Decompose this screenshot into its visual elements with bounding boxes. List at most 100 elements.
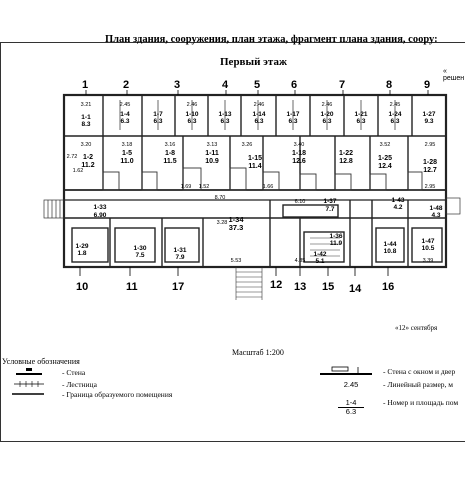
room-area: 11.5 (163, 158, 176, 165)
room-area: 6.3 (356, 118, 365, 125)
dim-label: 3.13 (207, 142, 218, 148)
axis-label: 13 (294, 281, 306, 293)
dim-label: 3.52 (380, 142, 391, 148)
room-number: 1-8 (165, 150, 175, 157)
scale-label: Масштаб 1:200 (232, 348, 284, 357)
dim-label: 5.53 (231, 258, 242, 264)
axis-label: 15 (322, 281, 334, 293)
legend-dimension-label: - Линейный размер, м (383, 380, 454, 389)
legend-boundary-label: - Граница образуемого помещения (62, 390, 173, 399)
room-number: 1-47 (421, 238, 434, 245)
axis-label: 4 (222, 79, 229, 91)
room-number: 1-2 (83, 154, 93, 161)
axis-label: 17 (172, 281, 184, 293)
dim-label: 2.46 (254, 102, 265, 108)
dim-label: 2.72 (67, 154, 78, 160)
room-number: 1-42 (313, 251, 326, 258)
room-number: 1-30 (133, 245, 146, 252)
dim-label: 2.45 (120, 102, 131, 108)
room-number: 1-48 (429, 205, 442, 212)
frame-left-line (0, 42, 1, 442)
dim-label: 3.21 (81, 102, 92, 108)
room-number: 1-31 (173, 247, 186, 254)
room-number: 1-21 (354, 111, 367, 118)
dim-label: 2.95 (425, 142, 436, 148)
room-number: 1-18 (292, 150, 306, 157)
room-area: 6.3 (187, 118, 196, 125)
axis-label: 9 (424, 79, 430, 91)
boundary-legend-icon (12, 393, 44, 395)
mid-bathroom-boxes (102, 167, 423, 191)
room-area: 7.9 (175, 254, 184, 261)
axis-label: 5 (254, 79, 260, 91)
legend-sample-room-area: 6.3 (345, 407, 357, 416)
room-number: 1-4 (120, 111, 130, 118)
lower-room-dividers (71, 200, 443, 267)
room-number: 1-10 (185, 111, 198, 118)
room-area: 37.3 (229, 223, 244, 232)
room-area: 12.6 (292, 158, 306, 165)
frame-top-line (0, 42, 465, 43)
document-title: План здания, сооружения, план этажа, фра… (105, 34, 438, 45)
axis-labels-top: 1 2 3 4 5 6 7 8 9 (82, 79, 430, 91)
room-number: 1-15 (248, 155, 262, 162)
room-area: 4.3 (431, 212, 440, 219)
dim-label: 2.95 (425, 184, 436, 190)
dim-label: 4.85 (295, 258, 306, 264)
room-number: 1-7 (153, 111, 163, 118)
room-area: 8.3 (81, 121, 90, 128)
stair-symbol (235, 237, 340, 300)
date-note: «12» сентября (395, 324, 438, 332)
room-area: 11.4 (248, 163, 261, 170)
axis-label: 1 (82, 79, 88, 91)
floor-plan: 1 2 3 4 5 6 7 8 9 10 11 17 12 13 15 14 1… (43, 79, 461, 300)
legend-sample-dimension: 2.45 (343, 380, 359, 389)
room-number: 1-20 (320, 111, 333, 118)
dim-label: 1.69 (181, 184, 192, 190)
dim-label: 2.46 (322, 102, 333, 108)
room-area: 11.0 (120, 158, 133, 165)
legend-title: Условные обозначения (2, 357, 80, 366)
axis-label: 6 (291, 79, 297, 91)
room-area: 6.3 (322, 118, 331, 125)
window-wall-icon (320, 366, 372, 375)
legend-room-label: - Номер и площадь пом (383, 398, 459, 407)
corner-note: « решен (443, 68, 465, 82)
top-room-dividers (102, 95, 413, 136)
room-number: 1-24 (388, 111, 401, 118)
room-number: 1-11 (205, 150, 219, 157)
room-area: 9.3 (424, 118, 433, 125)
room-number: 1-44 (383, 241, 396, 248)
room-number: 1-17 (286, 111, 299, 118)
room-area: 10.9 (205, 158, 219, 165)
axis-label: 8 (386, 79, 392, 91)
floor-title: Первый этаж (220, 56, 287, 68)
mid-room-labels: 1-2 11.2 1-5 11.0 1-8 11.5 1-11 10.9 1-1… (81, 150, 437, 174)
room-area: 12.7 (423, 167, 437, 174)
legend-wall-label: - Стена (62, 368, 86, 377)
room-number: 1-33 (93, 204, 106, 211)
room-number: 1-27 (422, 111, 435, 118)
dim-label: 6.10 (295, 199, 306, 205)
room-number: 1-37 (323, 198, 336, 205)
room-number: 1-36 (329, 233, 342, 240)
room-area: 7.7 (325, 206, 334, 213)
dim-label: 1.66 (263, 184, 274, 190)
room-number: 1-29 (75, 243, 88, 250)
dim-label: 3.39 (423, 258, 434, 264)
legend-stair-label: - Лестница (62, 380, 97, 389)
axis-label: 3 (174, 79, 180, 91)
dim-label: 8.70 (215, 195, 226, 201)
dim-label: 3.18 (122, 142, 133, 148)
room-area: 6.3 (288, 118, 297, 125)
room-number: 1-13 (218, 111, 231, 118)
axis-labels-bottom: 10 11 17 12 13 15 14 16 (76, 279, 394, 295)
room-area: 10.8 (384, 248, 397, 255)
axis-label: 2 (123, 79, 129, 91)
axis-label: 12 (270, 279, 282, 291)
dimension-labels: 3.21 2.45 2.46 2.46 2.46 2.45 3.20 3.18 … (67, 102, 436, 264)
top-room-labels: 1-1 8.3 1-4 6.3 1-7 6.3 1-10 6.3 1-13 6.… (81, 111, 436, 128)
axis-markers-top (85, 90, 429, 95)
room-area: 10.5 (422, 245, 435, 252)
legend-window-wall-label: - Стена с окном и двер (383, 367, 456, 376)
